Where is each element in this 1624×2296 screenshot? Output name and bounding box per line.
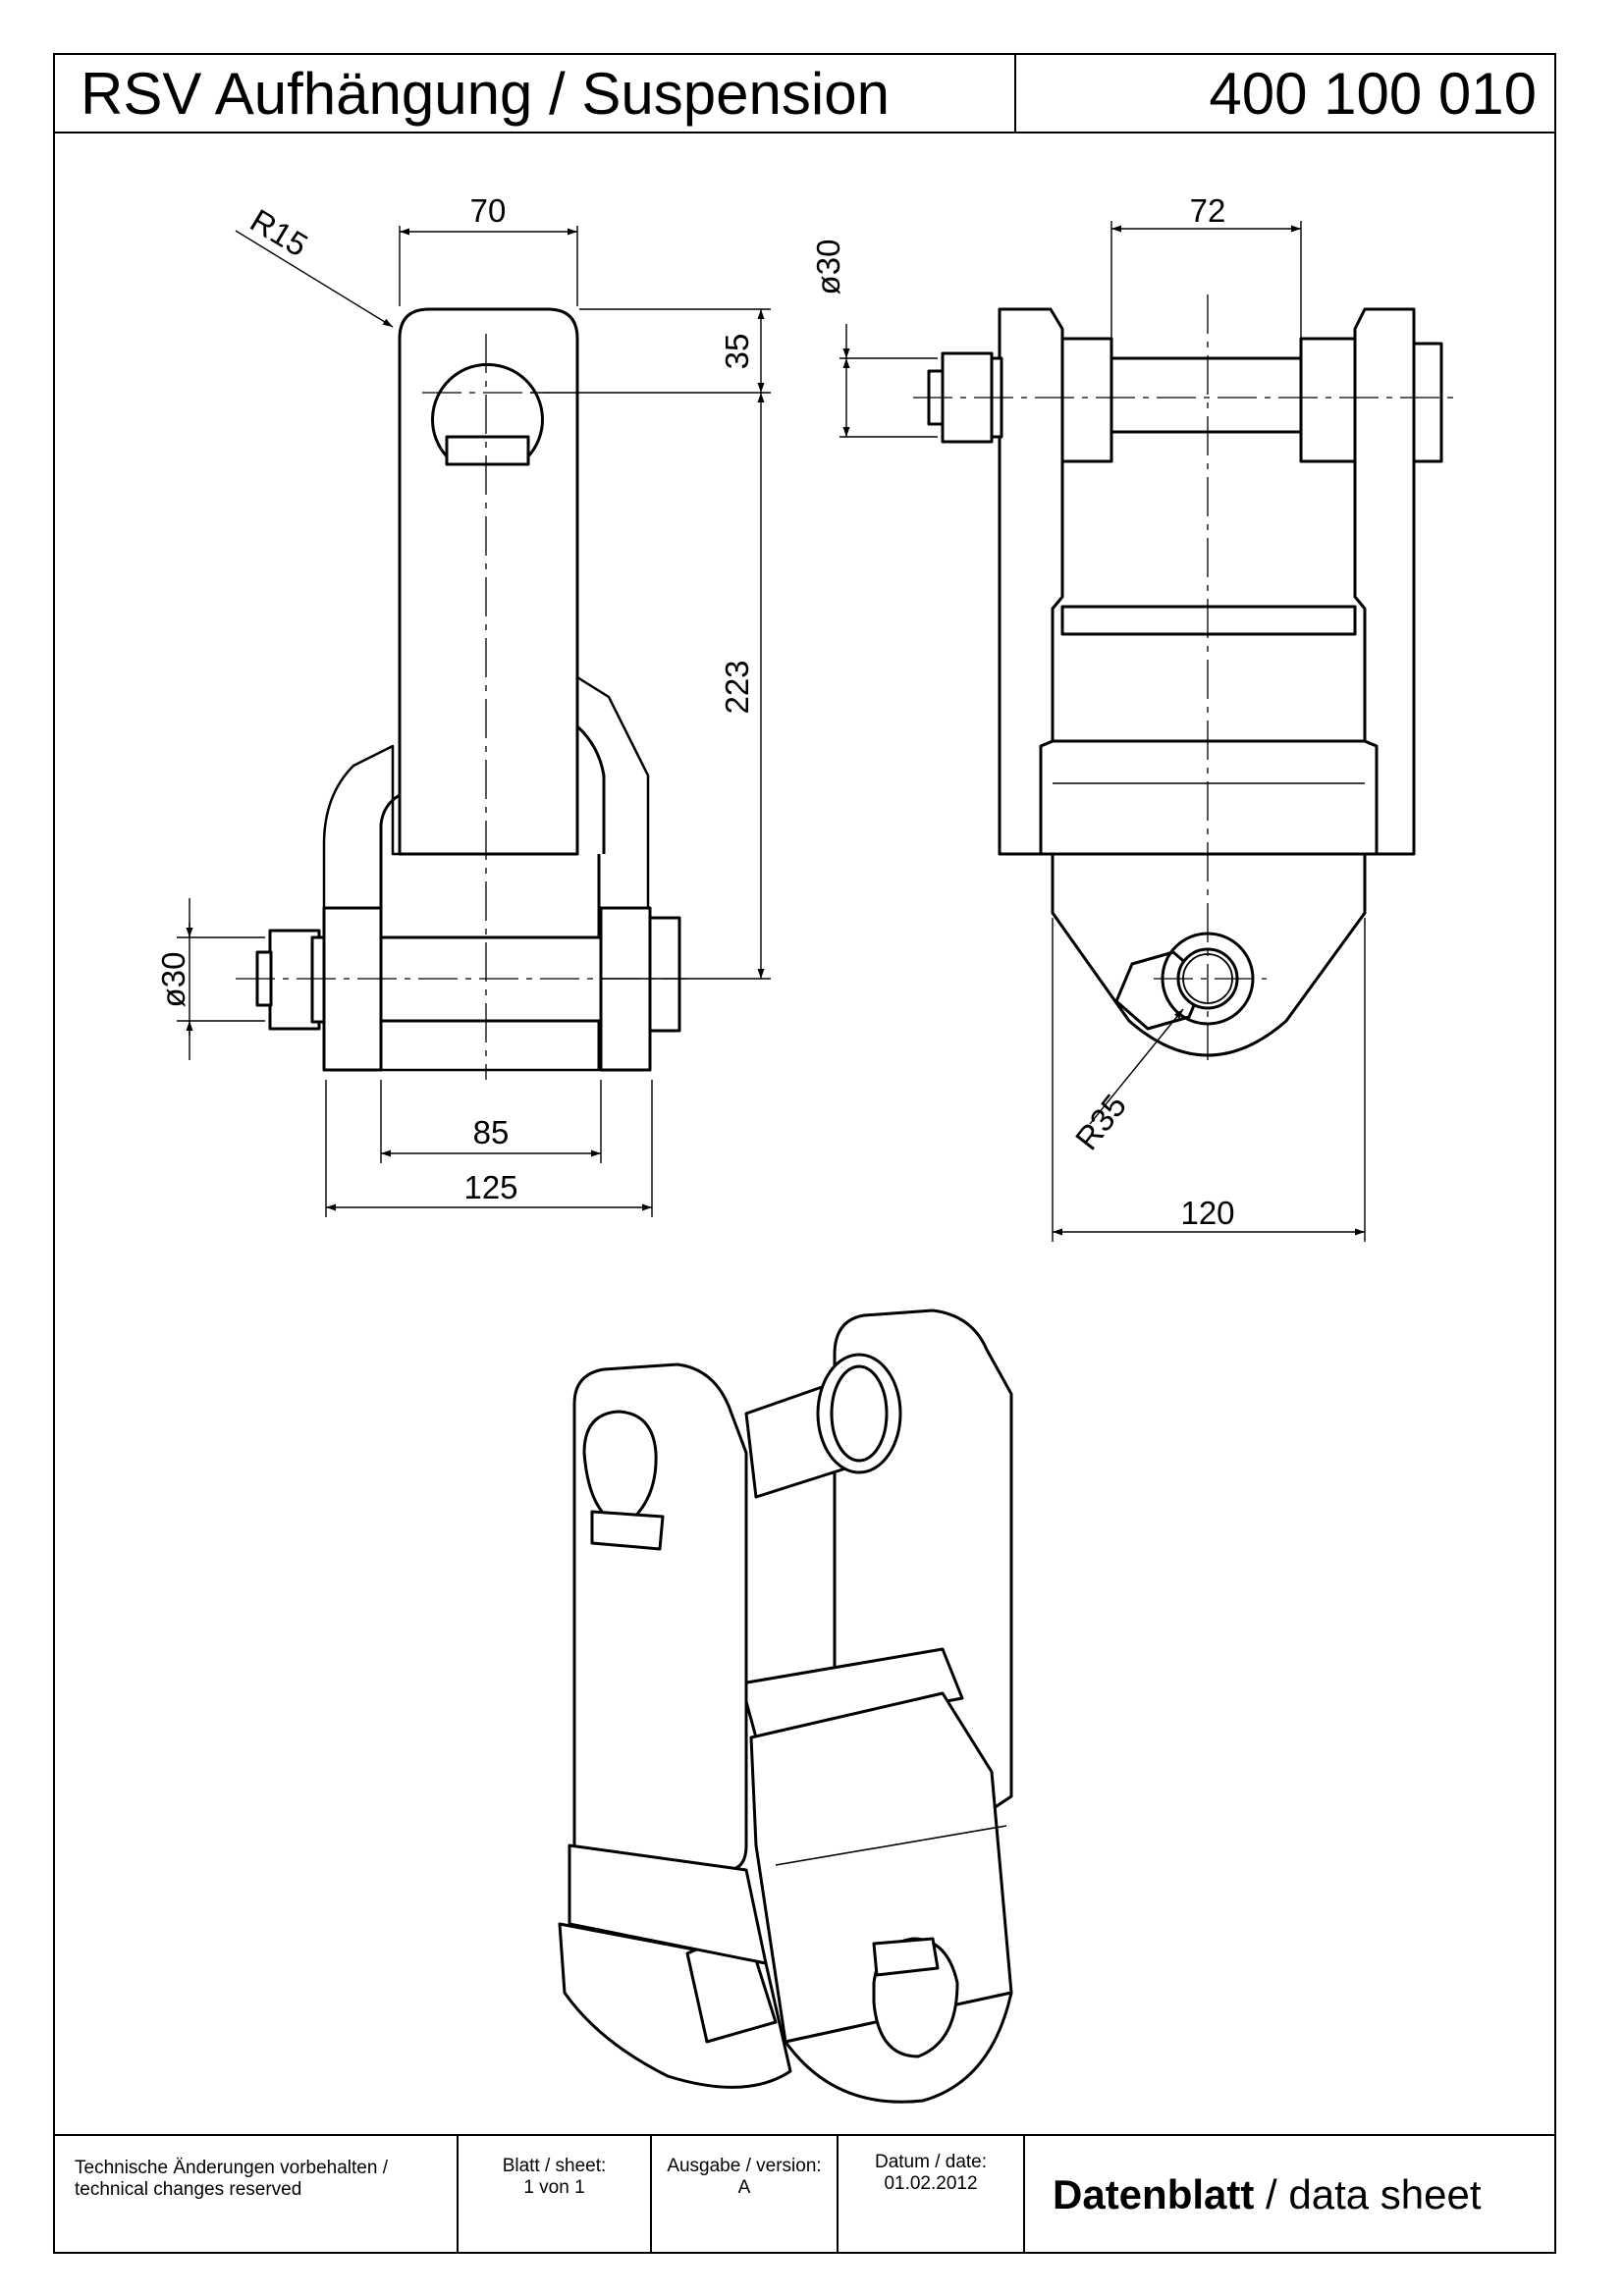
front-fork-outer <box>322 675 650 1072</box>
side-pin-head <box>1412 342 1443 463</box>
version-label: Ausgabe / version: <box>667 2156 822 2176</box>
front-washer <box>310 935 326 1024</box>
dim-223: 223 <box>719 660 755 714</box>
front-upper-plate <box>398 307 579 856</box>
front-view <box>236 307 687 1080</box>
dim-d30-left: ø30 <box>155 952 191 1008</box>
iso-top-key <box>590 1510 665 1551</box>
side-plate-left <box>998 307 1064 856</box>
side-view <box>913 294 1453 1060</box>
front-top-eye <box>431 362 544 458</box>
header-divider <box>1014 55 1016 133</box>
iso-crossbar <box>739 1647 964 1739</box>
iso-bottom-key <box>872 1937 940 1977</box>
sheet-label: Blatt / sheet: <box>502 2156 607 2176</box>
side-pin <box>1110 356 1303 434</box>
side-dimensions <box>839 221 1366 1242</box>
drawing-sheet: RSV Aufhängung / Suspension 400 100 010 … <box>53 53 1556 2254</box>
dim-70: 70 <box>470 192 507 229</box>
dim-r15: R15 <box>244 202 314 264</box>
doctype-bold: Datenblatt <box>1053 2171 1255 2217</box>
side-lower-body <box>1039 739 1379 856</box>
footer-doctype-cell: Datenblatt / data sheet <box>1025 2136 1554 2252</box>
footer-note-line1: Technische Änderungen vorbehalten / <box>75 2158 389 2178</box>
dim-85: 85 <box>473 1114 510 1150</box>
footer-note-line2: technical changes reserved <box>75 2179 302 2200</box>
title-block-header: RSV Aufhängung / Suspension 400 100 010 <box>55 55 1554 133</box>
dim-125: 125 <box>463 1169 517 1205</box>
dim-120: 120 <box>1180 1195 1234 1231</box>
date-label: Datum / date: <box>874 2152 988 2172</box>
version-value: A <box>737 2177 751 2198</box>
iso-fork-plate-left <box>568 1843 768 1965</box>
footer-date-cell: Datum / date: 01.02.2012 <box>839 2136 1025 2252</box>
front-top-key <box>445 435 530 466</box>
side-bushing-left <box>1060 337 1113 463</box>
title-block-footer: Technische Änderungen vorbehalten / tech… <box>55 2134 1554 2252</box>
footer-version-cell: Ausgabe / version: A <box>652 2136 839 2252</box>
dim-r35: R35 <box>1068 1088 1133 1156</box>
footer-sheet-cell: Blatt / sheet: 1 von 1 <box>459 2136 652 2252</box>
isometric-view <box>558 1308 1013 2104</box>
doctype-rest: / data sheet <box>1254 2171 1482 2217</box>
side-crossbar <box>1060 605 1357 636</box>
footer-note-cell: Technische Änderungen vorbehalten / tech… <box>55 2136 459 2252</box>
side-plate-right <box>1353 307 1416 856</box>
date-value: 01.02.2012 <box>884 2173 978 2194</box>
front-pin-head <box>648 916 681 1033</box>
sheet-value: 1 von 1 <box>523 2177 585 2198</box>
drawing-title: RSV Aufhängung / Suspension <box>81 61 890 127</box>
front-dimensions <box>177 226 771 1217</box>
front-fork-plate-right <box>599 906 652 1072</box>
dim-72: 72 <box>1190 192 1226 229</box>
side-bushing-right <box>1299 337 1357 463</box>
dim-d30-right: ø30 <box>810 240 846 295</box>
front-fork-plate-left <box>322 906 383 1072</box>
article-number: 400 100 010 <box>1209 61 1537 127</box>
dim-35: 35 <box>719 334 755 370</box>
